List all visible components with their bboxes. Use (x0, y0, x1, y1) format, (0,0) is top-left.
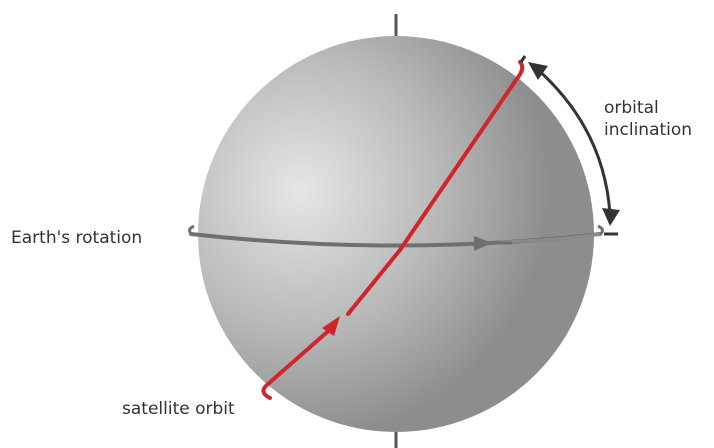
orbit-arrow-head (322, 316, 340, 336)
orbit-lower-segment (261, 324, 336, 400)
orbital-inclination-label-line2: inclination (604, 120, 693, 140)
inclination-arrow-top (528, 62, 548, 80)
orbit-upper-segment (346, 60, 525, 316)
inclination-arrow-bottom (602, 208, 620, 226)
orbital-inclination-label: orbital inclination (604, 97, 692, 141)
inclination-arc (535, 66, 612, 215)
equator-left-rim (187, 224, 195, 236)
equator-right-rim (597, 224, 605, 236)
earth-sphere (198, 36, 594, 432)
earth-rotation-label: Earth's rotation (11, 228, 143, 248)
equator-back-right (499, 232, 601, 244)
rotation-arrow-head (474, 236, 492, 251)
orbital-inclination-label-line1: orbital (604, 98, 659, 118)
satellite-orbit-label: satellite orbit (122, 399, 235, 419)
orbit-top-tick (519, 55, 527, 63)
